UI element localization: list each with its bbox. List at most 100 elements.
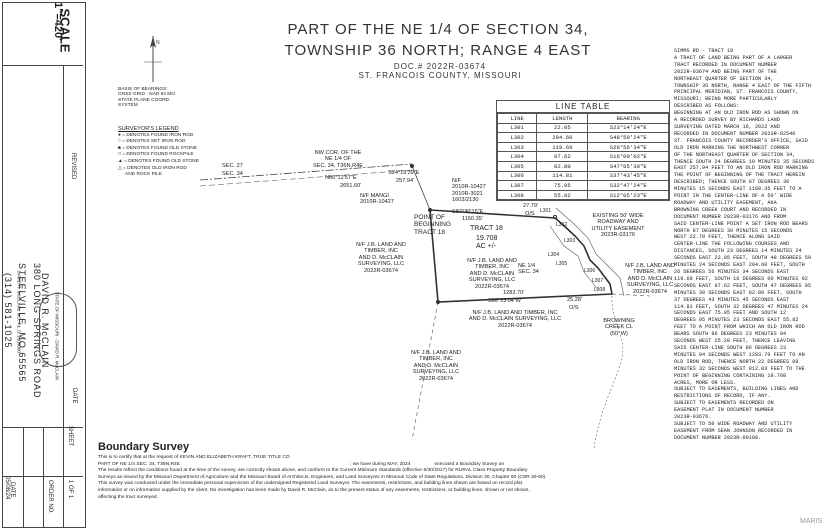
label-dist3: 1160.35' [462,216,483,222]
label-dist-bottom: 1283.70' [503,290,525,296]
cert-line: The results reflect the conditions found… [98,468,528,474]
creek-line [593,295,624,449]
description-line: ST. FRANCOIS COUNTY RECORDER'S OFFICE, S… [674,137,808,144]
description-line: NORTHEAST QUARTER OF SECTION 34, [674,75,774,82]
description-line: MINUTES 30 SECONDS EAST 82.80 FEET, SOUT… [674,289,802,296]
description-line: DEGREES 05 MINUTES 23 SECONDS EAST 55.82 [674,317,799,324]
label-bearing-bottom: S86°23'04"W [488,298,521,304]
road-easement [549,225,599,291]
description-line: POINT IN THE CENTER-LINE OF A 50' WIDE [674,193,793,200]
description-line: MINUTES 32 SECONDS WEST 812.03 FEET TO T… [674,365,805,372]
filled-circle-icon: ● [118,132,121,138]
surveyor-seal: STATE OF MISSOURI · DAVID R. McCLAIN [39,291,77,381]
description-line: DESCRIBED AS FOLLOWS: [674,103,740,110]
surveyors-legend: SURVEYOR'S LEGEND ● = DENOTES FOUND IRON… [118,126,228,179]
section-line [199,163,413,181]
description-line: MINUTES 15 SECONDS EAST 1160.35 FEET TO … [674,186,802,193]
certification-block: This is to certify that at the request o… [98,455,672,501]
label-bearing3: S87°30'15"E [452,209,484,215]
description-line: SUBJECT TO EASEMENTS RECORDED ON [674,400,774,407]
description-line: ACRES, MORE OR LESS. [674,379,737,386]
date-value: 05/08/24 [4,476,10,500]
description-line: OLD IRON MARKING THE NORTHWEST CORNER [674,144,790,151]
description-line: ROADWAY AND UTILITY EASEMENT, AKA [674,199,777,206]
description-line: MINUTES 24 SECONDS EAST 204.60 FEET, SOU… [674,262,805,269]
legend-title: SURVEYOR'S LEGEND [118,126,179,132]
label-l304: L304 [548,252,560,258]
filled-triangle-icon: ▲ [118,158,123,164]
label-dist-2528: 25.28' [567,297,583,303]
order-label: ORDER NO. [47,480,53,515]
label-l302: L302 [556,222,568,228]
surveyor-phone: (314) 581-1025 [3,273,13,349]
legend-item: ▲ = DENOTES FOUND OLD STONE [118,158,199,164]
description-line: THE POINT OF BEGINNING OF THE TRACT HERE… [674,172,805,179]
basis-line: STATE PLANE COORD. [118,97,171,103]
description-line: TOWNSHIP 36 NORTH, RANGE 4 EAST OF THE F… [674,82,811,89]
label-l303: L303 [564,238,576,244]
description-line: MINUTES 04 SECONDS WEST 1283.70 FEET TO … [674,351,805,358]
description-line: SURVEYING DATED MARCH 16, 2022 AND [674,123,780,130]
description-line: EAST 257.94 FEET TO AN OLD IRON ROD MARK… [674,165,808,172]
seal-text: STATE OF MISSOURI · DAVID R. McCLAIN [54,291,60,381]
label-dist-027: 27.79' [523,203,539,209]
description-line: OF THE NORTHEAST QUARTER OF SECTION 34, [674,151,796,158]
label-l305: L305 [556,261,568,267]
cert-line: This is to certify that at the request o… [98,455,290,460]
legend-item: ■ = DENOTES FOUND OLD STONE [118,145,197,151]
legend-item: □ = DENOTES FOUND ROCKPILE [118,152,194,158]
scale-box: SCALE 1"=420' [3,2,83,66]
label-dist2: 257.94' [396,178,415,184]
description-line: SAID CENTER-LINE SOUTH 86 DEGREES 23 [674,344,787,351]
description-line: RECORDED IN DOCUMENT NUMBER 2023R-02540 [674,130,796,137]
description-line: SECONDS WEST 25.28 FEET, THENCE LEAVING [674,338,796,345]
description-line: DOCUMENT NUMBER 2023R-03176 AND FROM [674,213,787,220]
svg-text:N: N [156,40,160,46]
boundary-survey-heading: Boundary Survey [98,441,190,453]
header-line2: TOWNSHIP 36 NORTH; RANGE 4 EAST [284,42,592,59]
description-line: 37 DEGREES 43 MINUTES 45 SECONDS EAST [674,296,790,303]
tie-line [411,165,431,211]
revised-label: REVISED [70,153,76,180]
legend-item: AND ROCK PILE [125,172,163,178]
description-line: POINT OF BEGINNING CONTAINING 19.708 [674,372,787,379]
tract-boundary [429,209,613,303]
basis-line: SYSTEM [118,103,138,109]
description-line: DESCRIBED; THENCE SOUTH 87 DEGREES 30 [674,179,790,186]
description-line: RESTRICTIONS OF RECORD, IF ANY. [674,393,771,400]
description-line: TRACT RECORDED IN DOCUMENT NUMBER [674,61,777,68]
description-line: CENTER-LINE THE FOLLOWING COURSES AND [674,241,790,248]
label-sec27: SEC. 27 [222,163,243,169]
label-dist-top: 2651.60' [340,183,362,189]
description-line: BROWNING CREEK COURT AND RECORDED IN [674,206,787,213]
watermark: MARIS [800,518,823,525]
description-line: 2023R-03676. [674,414,712,421]
description-line: 114.81 FEET, SOUTH 32 DEGREES 47 MINUTES… [674,303,808,310]
filled-square-icon: ■ [118,145,121,151]
description-line: WEST 22.79 FEET, THENCE ALONG SAID [674,234,780,241]
label-os1: O/S [525,211,535,217]
sheet-box: SHEET 1 OF 1 ORDER NO. DATE 05/08/24 [3,426,83,528]
description-line: NORTH 87 DEGREES 30 MINUTES 15 SECONDS [674,227,793,234]
description-line: DISTANCES, SOUTH 23 DEGREES 14 MINUTES 2… [674,248,802,255]
col-header: LINE [496,113,538,124]
description-line: SECONDS EAST 97.62 FEET, SOUTH 47 DEGREE… [674,282,811,289]
legend-item: △ = DENOTES OLD IRON ROD [118,165,187,171]
legal-description: SIMMS RD - TRACT 18 A TRACT OF LAND BEIN… [674,48,834,442]
road-easement [555,207,625,297]
description-line: SUBJECT TO 50 WIDE ROADWAY AND UTILITY [674,420,793,427]
basis-of-bearings: BASIS OF BEARINGS: GNSS GRID - NAD 83 MO… [118,87,208,109]
